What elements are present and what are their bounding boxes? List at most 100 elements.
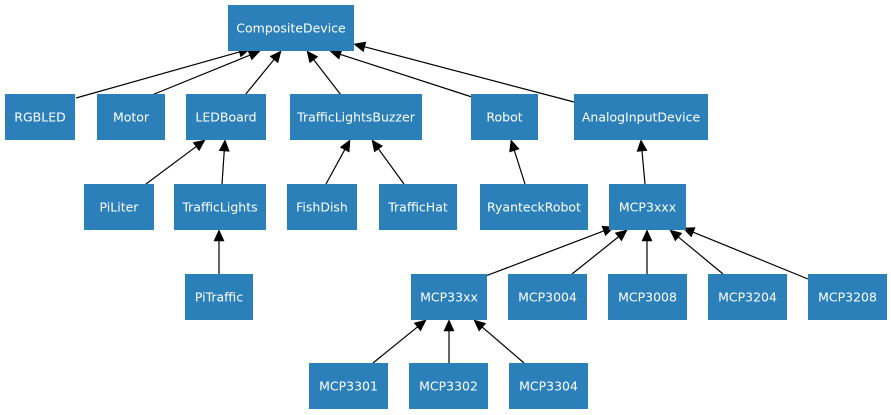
node-rgbled: RGBLED — [5, 94, 75, 140]
node-trafficlightsbuzzer: TrafficLightsBuzzer — [290, 94, 422, 140]
node-label: MCP3301 — [319, 379, 378, 394]
node-box — [508, 274, 587, 320]
arrowhead-icon — [509, 139, 520, 153]
node-box — [411, 274, 487, 320]
edge-trafficlights-to-ledboard — [218, 139, 230, 185]
node-box — [608, 274, 687, 320]
arrowhead-icon — [473, 319, 487, 332]
node-mcp3304: MCP3304 — [509, 363, 588, 409]
node-box — [379, 184, 457, 230]
node-motor: Motor — [97, 94, 165, 140]
arrowhead-icon — [269, 50, 282, 64]
edge-mcp3301-to-mcp33xx — [372, 319, 427, 364]
arrowhead-icon — [213, 229, 225, 242]
edge-line — [482, 230, 604, 278]
node-box — [97, 94, 165, 140]
node-trafficlights: TrafficLights — [174, 184, 266, 230]
node-label: FishDish — [296, 200, 348, 215]
edge-fishdish-to-trafficlightsbuzzer — [325, 139, 351, 185]
edge-mcp3208-to-mcp3xxx — [682, 227, 809, 280]
node-robot: Robot — [471, 94, 538, 140]
edge-ryanteckrobot-to-robot — [509, 139, 526, 185]
arrowhead-icon — [641, 229, 653, 242]
node-box — [186, 94, 266, 140]
node-mcp3302: MCP3302 — [409, 363, 488, 409]
node-mcp3004: MCP3004 — [508, 274, 587, 320]
node-label: MCP3208 — [818, 290, 877, 305]
node-label: PiLiter — [100, 200, 140, 215]
edge-line — [641, 150, 646, 185]
edge-traffichat-to-trafficlightsbuzzer — [371, 139, 405, 185]
node-box — [609, 184, 686, 230]
node-box — [808, 274, 887, 320]
arrowhead-icon — [669, 229, 683, 242]
edge-mcp3302-to-mcp33xx — [443, 319, 455, 363]
arrowhead-icon — [306, 50, 319, 64]
edge-line — [513, 150, 526, 185]
edge-mcp3004-to-mcp3xxx — [571, 229, 628, 275]
node-box — [471, 94, 538, 140]
edge-line — [221, 150, 225, 185]
node-box — [287, 184, 357, 230]
node-box — [290, 94, 422, 140]
edge-mcp3204-to-mcp3xxx — [669, 229, 724, 275]
node-label: RyanteckRobot — [487, 200, 581, 215]
node-box — [174, 184, 266, 230]
node-box — [309, 363, 388, 409]
node-mcp3301: MCP3301 — [309, 363, 388, 409]
arrowhead-icon — [614, 229, 628, 242]
node-analoginputdevice: AnalogInputDevice — [574, 94, 708, 140]
node-label: LEDBoard — [195, 110, 256, 125]
edge-mcp3304-to-mcp33xx — [473, 319, 525, 364]
node-label: MCP3304 — [519, 379, 578, 394]
node-traffichat: TrafficHat — [379, 184, 457, 230]
arrowhead-icon — [218, 139, 230, 152]
edge-line — [325, 149, 346, 185]
node-box — [84, 184, 154, 230]
node-label: TrafficLightsBuzzer — [296, 110, 416, 125]
node-compositedevice: CompositeDevice — [228, 5, 354, 51]
arrowhead-icon — [443, 319, 455, 332]
arrowhead-icon — [339, 139, 351, 153]
arrowhead-icon — [329, 49, 343, 60]
edge-pitraffic-to-trafficlights — [213, 229, 225, 274]
edge-mcp33xx-to-mcp3xxx — [482, 225, 615, 278]
node-mcp3008: MCP3008 — [608, 274, 687, 320]
node-label: MCP3008 — [618, 290, 677, 305]
edge-line — [340, 53, 476, 99]
edge-line — [146, 54, 251, 98]
node-box — [5, 94, 75, 140]
node-ryanteckrobot: RyanteckRobot — [480, 184, 588, 230]
edge-line — [364, 46, 575, 103]
node-label: Motor — [113, 110, 150, 125]
node-box — [409, 363, 488, 409]
node-box — [228, 5, 354, 51]
node-box — [509, 363, 588, 409]
node-box — [708, 274, 787, 320]
arrowhead-icon — [682, 227, 696, 238]
node-label: TrafficHat — [387, 200, 448, 215]
node-label: PiTraffic — [195, 290, 243, 305]
node-mcp3208: MCP3208 — [808, 274, 887, 320]
node-label: MCP3004 — [518, 290, 577, 305]
edge-line — [313, 59, 342, 96]
edge-line — [75, 51, 240, 99]
node-label: MCP33xx — [420, 290, 478, 305]
node-box — [574, 94, 708, 140]
edge-ledboard-to-compositedevice — [244, 50, 282, 96]
node-mcp3204: MCP3204 — [708, 274, 787, 320]
edge-line — [678, 236, 724, 275]
node-label: AnalogInputDevice — [582, 110, 701, 125]
arrowhead-icon — [413, 319, 427, 332]
node-box — [185, 274, 253, 320]
edge-line — [692, 231, 809, 280]
node-label: RGBLED — [14, 110, 65, 125]
edge-line — [377, 148, 405, 185]
node-label: MCP3204 — [718, 290, 777, 305]
node-label: MCP3xxx — [619, 200, 676, 215]
edge-robot-to-compositedevice — [329, 49, 476, 99]
node-fishdish: FishDish — [287, 184, 357, 230]
edge-line — [145, 146, 197, 185]
